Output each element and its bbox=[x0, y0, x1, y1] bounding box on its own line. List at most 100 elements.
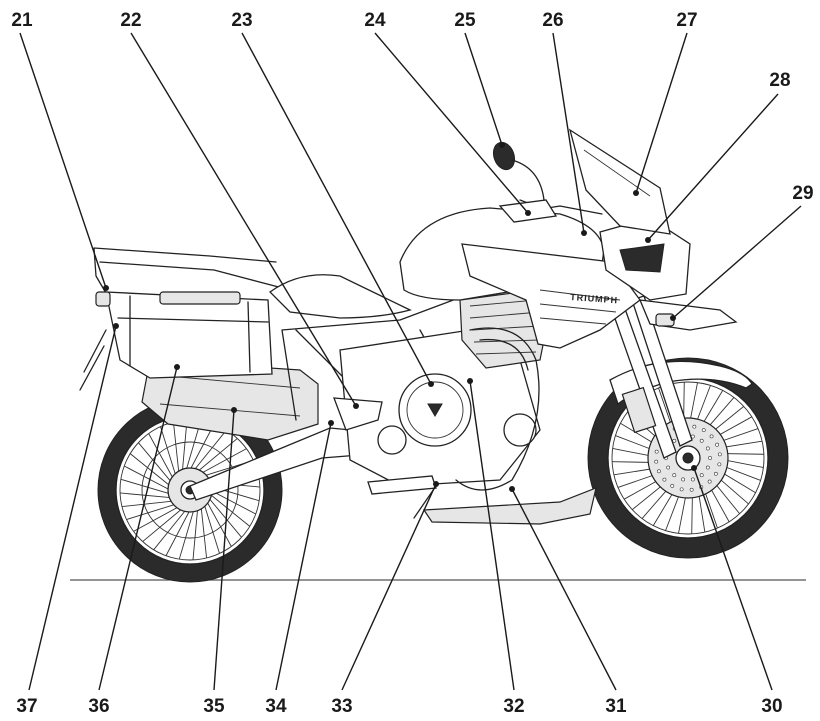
engine bbox=[339, 291, 549, 487]
brake-disc-hole bbox=[705, 465, 710, 470]
callout-32: 32 bbox=[503, 696, 524, 717]
rear-wheel-spoke bbox=[193, 429, 227, 471]
leader-31 bbox=[511, 488, 617, 691]
rear-wheel-spoke bbox=[172, 421, 180, 474]
leader-21 bbox=[19, 32, 107, 289]
leader-dot-21 bbox=[103, 285, 109, 291]
leader-23 bbox=[241, 32, 432, 385]
rear-wheel-spoke bbox=[197, 438, 238, 472]
brake-disc-hole bbox=[699, 473, 704, 478]
brake-disc-hole bbox=[672, 473, 677, 478]
rear-wheel bbox=[97, 397, 283, 583]
rear-wheel-spoke bbox=[209, 489, 256, 515]
leader-dot-28 bbox=[645, 237, 651, 243]
rear-wheel-spoke bbox=[200, 506, 208, 559]
rear-wheel-spoke bbox=[209, 493, 251, 527]
front-fork bbox=[611, 295, 693, 459]
callout-34: 34 bbox=[265, 696, 287, 717]
brake-disc-hole bbox=[707, 479, 712, 484]
rear-wheel-spoke bbox=[138, 442, 172, 483]
callout-28: 28 bbox=[769, 70, 790, 91]
callout-30: 30 bbox=[761, 696, 782, 717]
callout-27: 27 bbox=[676, 10, 697, 31]
rear-wheel-spoke bbox=[142, 508, 183, 542]
leader-28 bbox=[647, 93, 779, 241]
brake-disc-hole bbox=[699, 438, 704, 443]
leader-dot-32 bbox=[467, 378, 473, 384]
brake-disc-hole bbox=[717, 452, 722, 457]
brake-disc-hole bbox=[715, 442, 720, 447]
callout-22: 22 bbox=[120, 10, 141, 31]
rear-wheel-spoke bbox=[124, 465, 171, 491]
leader-dots bbox=[103, 142, 697, 492]
brake-disc-hole bbox=[692, 424, 697, 429]
callout-37: 37 bbox=[16, 696, 37, 717]
leader-lines bbox=[19, 32, 802, 691]
leader-25 bbox=[464, 32, 503, 146]
brake-disc-hole bbox=[672, 438, 677, 443]
leader-27 bbox=[635, 32, 688, 194]
brake-disc-hole bbox=[705, 446, 710, 451]
brake-disc-hole bbox=[654, 449, 659, 454]
mirror bbox=[492, 141, 545, 201]
callout-21: 21 bbox=[11, 10, 33, 31]
leader-29 bbox=[672, 205, 802, 319]
rider-footrest bbox=[367, 475, 437, 495]
rear-wheel-spoke bbox=[126, 503, 176, 520]
brake-disc-hole bbox=[708, 456, 712, 460]
rear-wheel-spoke bbox=[206, 500, 232, 547]
seat bbox=[269, 274, 412, 319]
leader-32 bbox=[469, 380, 515, 691]
windscreen bbox=[568, 128, 671, 235]
brake-disc-hole bbox=[670, 483, 675, 488]
leader-dot-29 bbox=[670, 315, 676, 321]
callout-23: 23 bbox=[231, 10, 252, 31]
leader-dot-30 bbox=[691, 465, 697, 471]
rear-wheel-spoke bbox=[129, 453, 171, 487]
crash-bars bbox=[455, 327, 540, 491]
leader-dot-34 bbox=[328, 420, 334, 426]
rear-wheel-spoke bbox=[178, 509, 195, 560]
callout-26: 26 bbox=[542, 10, 563, 31]
rear-wheel-spoke bbox=[203, 504, 220, 554]
leader-dot-25 bbox=[499, 142, 505, 148]
leader-dot-31 bbox=[509, 486, 515, 492]
leader-24 bbox=[374, 32, 529, 214]
motorcycle-illustration: TRIUMPH bbox=[79, 128, 789, 583]
callout-36: 36 bbox=[88, 696, 109, 717]
callout-24: 24 bbox=[364, 10, 386, 31]
callout-labels-top: 21 22 23 24 25 26 27 28 29 bbox=[11, 10, 813, 204]
brake-disc-hole bbox=[679, 487, 684, 492]
rear-wheel-spoke bbox=[120, 478, 171, 495]
leader-35 bbox=[213, 409, 235, 691]
leader-dot-37 bbox=[113, 323, 119, 329]
callout-31: 31 bbox=[605, 696, 627, 717]
brake-disc-hole bbox=[654, 459, 659, 464]
leader-dot-26 bbox=[581, 230, 587, 236]
leader-dot-22 bbox=[353, 403, 359, 409]
leader-33 bbox=[341, 483, 437, 691]
leader-dot-24 bbox=[525, 210, 531, 216]
brake-disc-hole bbox=[681, 477, 686, 482]
callout-labels-bottom: 37 36 35 34 33 32 31 30 bbox=[16, 696, 782, 717]
rear-wheel-spoke bbox=[121, 500, 174, 508]
leader-dot-27 bbox=[633, 190, 639, 196]
leader-37 bbox=[28, 325, 117, 691]
brake-disc-hole bbox=[717, 462, 722, 467]
rear-wheel-spoke bbox=[208, 497, 242, 538]
pannier bbox=[105, 291, 273, 379]
brake-disc-hole bbox=[690, 477, 695, 482]
callout-35: 35 bbox=[203, 696, 225, 717]
leader-dot-23 bbox=[428, 381, 434, 387]
leader-26 bbox=[552, 32, 585, 234]
frame bbox=[281, 289, 481, 421]
leader-22 bbox=[130, 32, 357, 407]
rear-indicator bbox=[95, 291, 111, 307]
leader-dot-35 bbox=[231, 407, 237, 413]
rear-wheel-spoke bbox=[181, 420, 188, 472]
rear-wheel-spoke bbox=[165, 509, 191, 556]
brake-disc-hole bbox=[709, 434, 714, 439]
rear-wheel-spoke bbox=[148, 433, 174, 480]
exhaust-silencer bbox=[141, 359, 319, 441]
